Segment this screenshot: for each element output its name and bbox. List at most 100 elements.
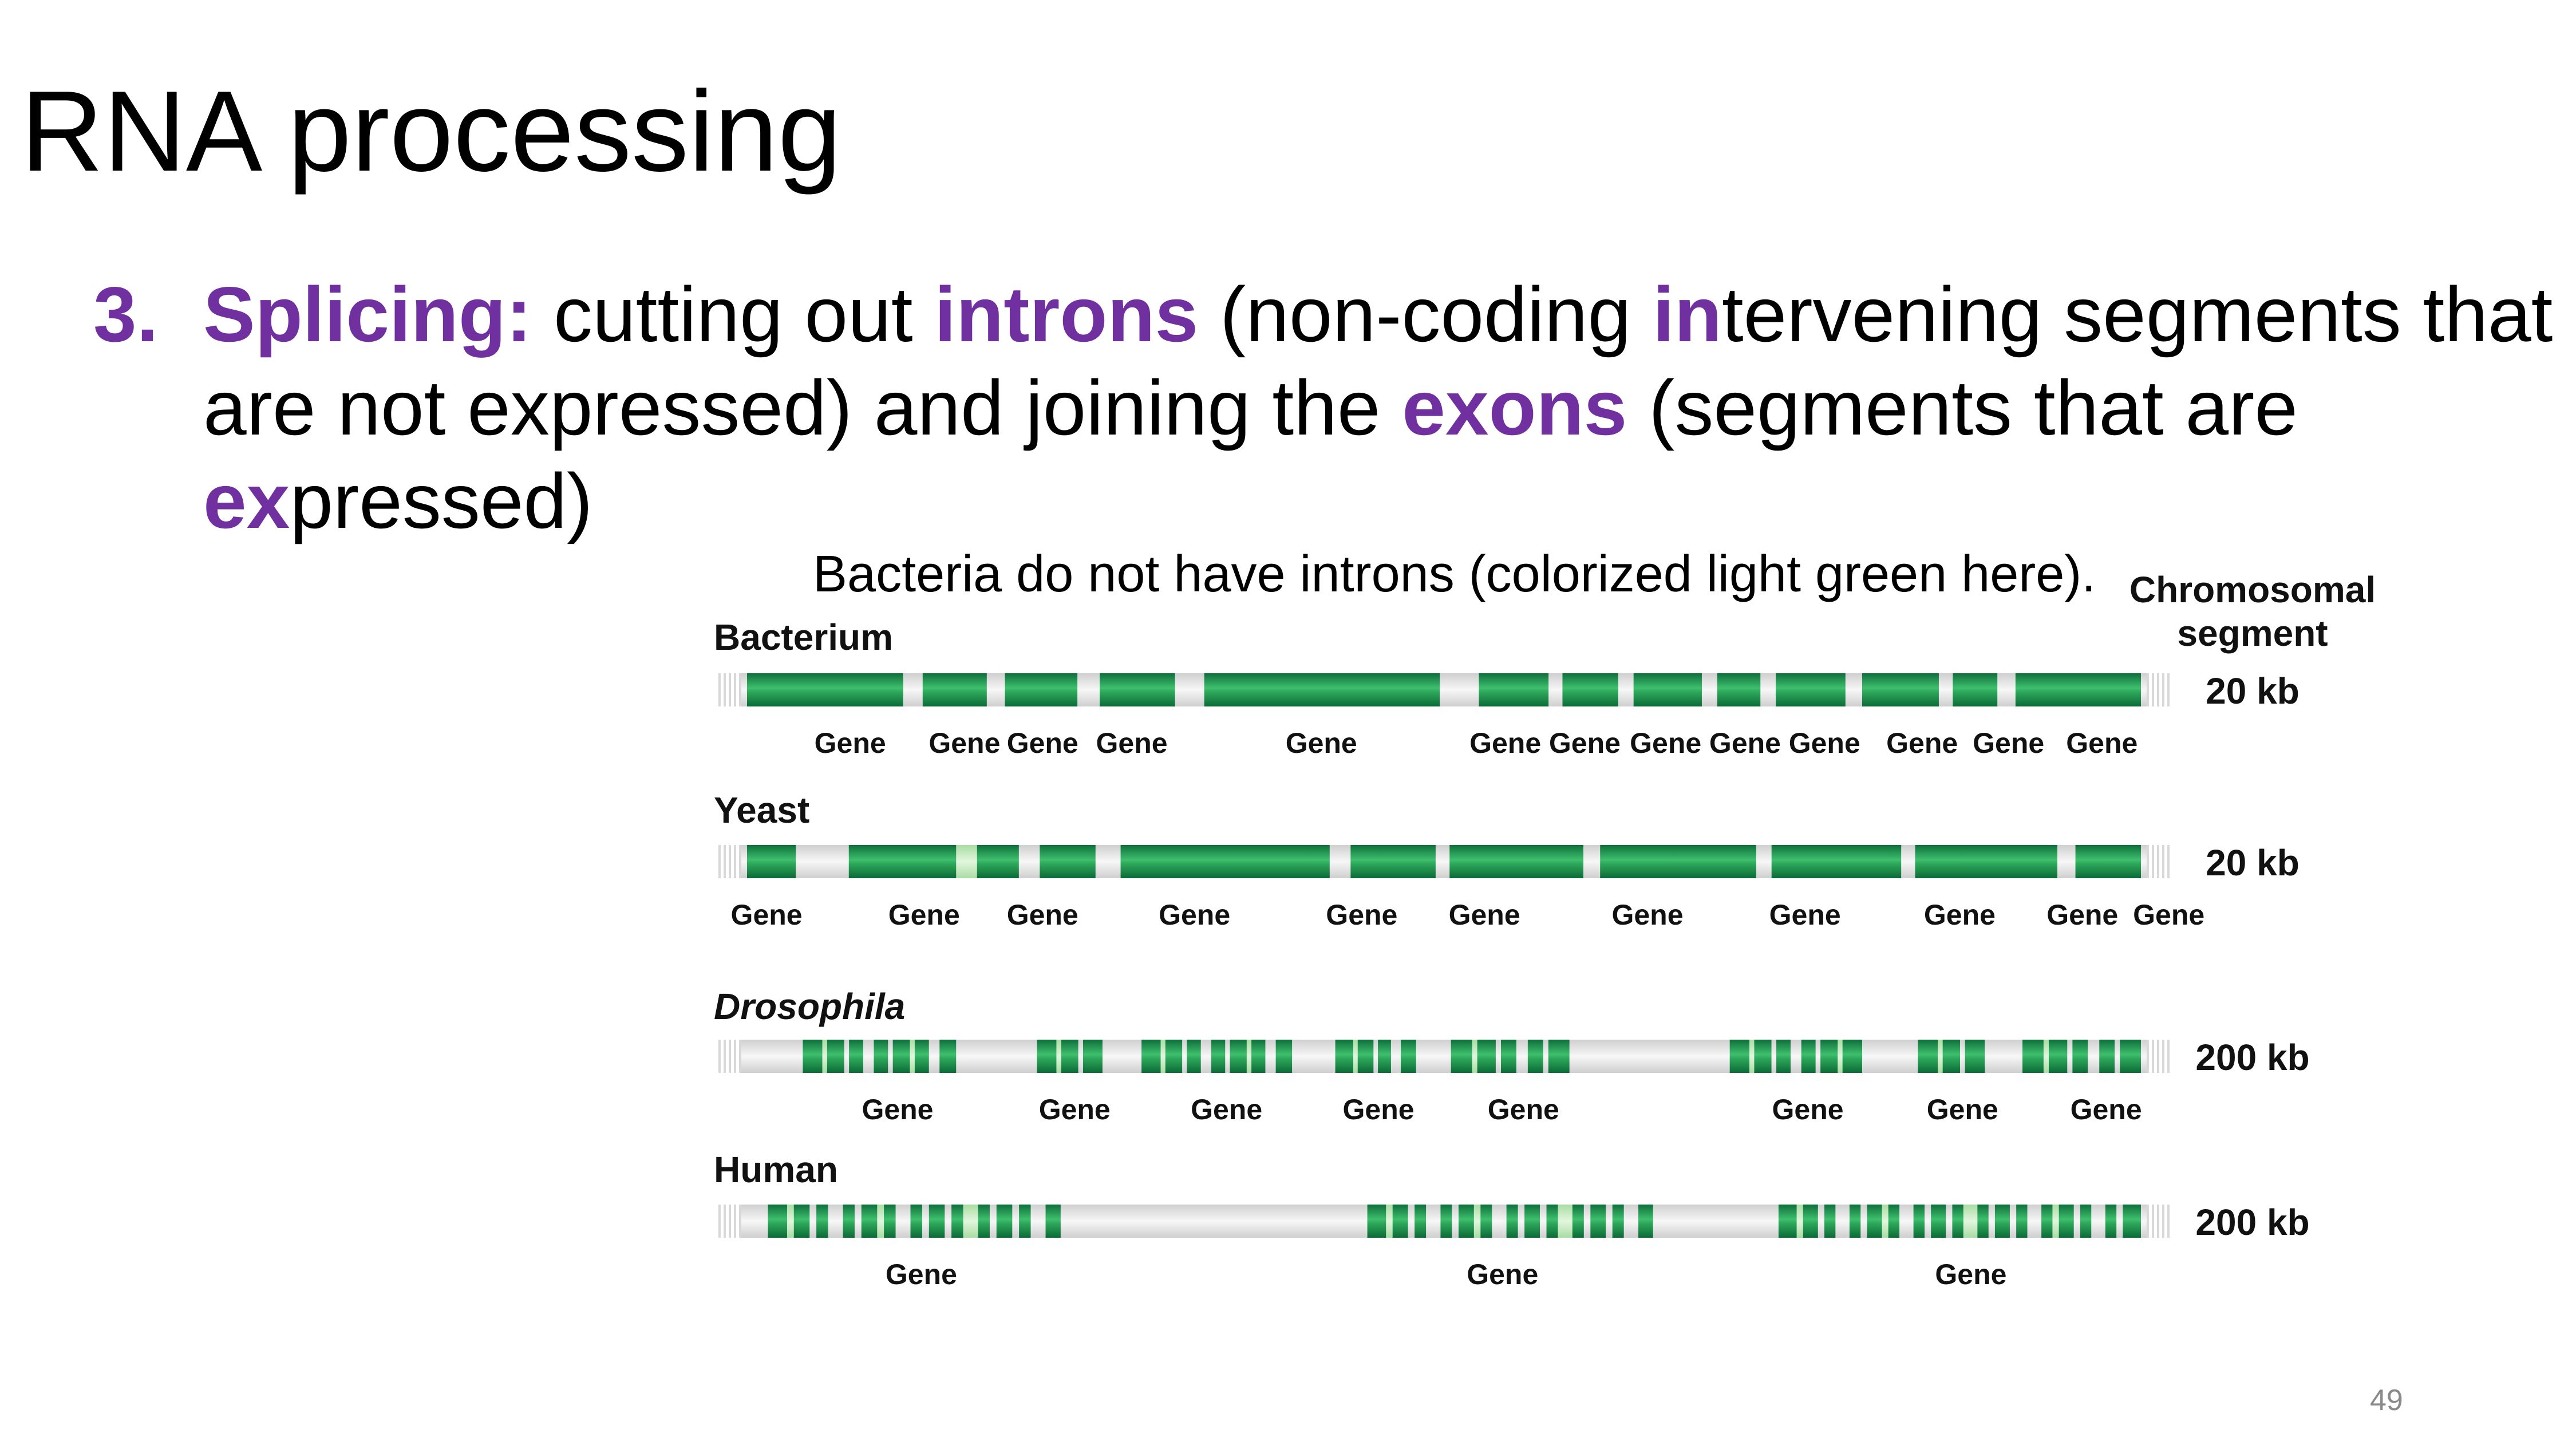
gene-label: Gene bbox=[1549, 727, 1621, 759]
species-label: Drosophila bbox=[714, 986, 905, 1027]
gene-label: Gene bbox=[1935, 1258, 2006, 1290]
bullet-splicing: 3. Splicing: cutting out introns (non-co… bbox=[93, 268, 2555, 548]
intron-block bbox=[1791, 1040, 1801, 1073]
intron-block bbox=[1818, 1205, 1824, 1238]
gene-label: Gene bbox=[1886, 727, 1958, 759]
exon-block bbox=[1040, 845, 1096, 878]
exon-block bbox=[1350, 845, 1436, 878]
track-end-stripe bbox=[724, 673, 726, 706]
track-end-stripe bbox=[718, 845, 721, 878]
exon-block bbox=[747, 673, 903, 706]
gene-label: Gene bbox=[815, 727, 886, 759]
exon-block bbox=[1451, 1040, 1570, 1073]
exon-block bbox=[1776, 673, 1846, 706]
gene-label: Gene bbox=[1326, 899, 1397, 931]
text-segment: (segments that are bbox=[1627, 364, 2298, 451]
intron-block bbox=[1963, 1205, 1978, 1238]
track-end-stripe bbox=[724, 1205, 726, 1238]
exon-block bbox=[1633, 673, 1702, 706]
exon-block bbox=[2022, 1040, 2141, 1073]
exon-block bbox=[1717, 673, 1761, 706]
term-introns: introns bbox=[934, 271, 1199, 358]
intron-block bbox=[1623, 1205, 1639, 1238]
gene-label: Gene bbox=[888, 899, 960, 931]
exon-block bbox=[2075, 845, 2141, 878]
intron-block bbox=[956, 845, 977, 878]
intron-block bbox=[1749, 1040, 1755, 1073]
gene-label: Gene bbox=[929, 727, 1000, 759]
intron-block bbox=[1492, 1205, 1507, 1238]
intron-block bbox=[1960, 1040, 1965, 1073]
intron-block bbox=[1899, 1205, 1914, 1238]
intron-block bbox=[1495, 1040, 1502, 1073]
intron-block bbox=[1200, 1040, 1211, 1073]
track-end-stripe bbox=[2167, 1205, 2170, 1238]
track-end-stripe bbox=[718, 1205, 721, 1238]
intron-block bbox=[1246, 1040, 1252, 1073]
term-ex-prefix: ex bbox=[203, 457, 290, 544]
exon-block bbox=[1771, 845, 1902, 878]
exon-block bbox=[1915, 845, 2057, 878]
intron-block bbox=[888, 1040, 893, 1073]
track-end-stripe bbox=[2152, 673, 2154, 706]
track-end-stripe bbox=[2147, 845, 2149, 878]
track-end-stripe bbox=[724, 1040, 726, 1073]
intron-block bbox=[1078, 1040, 1083, 1073]
intron-block bbox=[844, 1040, 850, 1073]
intron-block bbox=[877, 1205, 884, 1238]
intron-block bbox=[2027, 1205, 2042, 1238]
term-exons: exons bbox=[1402, 364, 1627, 451]
gene-label: Gene bbox=[1709, 727, 1781, 759]
exon-block bbox=[1037, 1040, 1103, 1073]
track-end-stripe bbox=[734, 845, 736, 878]
intron-block bbox=[922, 1205, 929, 1238]
bullet-number: 3. bbox=[93, 271, 159, 358]
intron-block bbox=[1056, 1040, 1061, 1073]
exon-block bbox=[1600, 845, 1756, 878]
intron-block bbox=[1516, 1040, 1528, 1073]
track-end-stripe bbox=[2157, 673, 2159, 706]
intron-block bbox=[1030, 1205, 1046, 1238]
segment-header: segment bbox=[2177, 613, 2328, 654]
intron-block bbox=[1558, 1205, 1573, 1238]
intron-block bbox=[2009, 1205, 2017, 1238]
intergenic-spacer bbox=[741, 1040, 2147, 1073]
intron-block bbox=[1353, 1040, 1358, 1073]
text-segment: tervening segments that are not expresse… bbox=[203, 271, 2553, 451]
intron-block bbox=[1583, 1205, 1591, 1238]
exon-block bbox=[1562, 673, 1618, 706]
intron-block bbox=[1882, 1205, 1888, 1238]
exon-block bbox=[922, 673, 987, 706]
gene-label: Gene bbox=[1039, 1093, 1111, 1126]
gene-label: Gene bbox=[1488, 1093, 1559, 1126]
intron-block bbox=[989, 1205, 997, 1238]
track-end-stripe bbox=[2162, 673, 2164, 706]
intron-block bbox=[828, 1205, 843, 1238]
intron-block bbox=[2091, 1205, 2105, 1238]
intron-block bbox=[1472, 1040, 1477, 1073]
intron-block bbox=[854, 1205, 862, 1238]
gene-label: Gene bbox=[2046, 899, 2118, 931]
intron-block bbox=[945, 1205, 952, 1238]
gene-label: Gene bbox=[1343, 1093, 1415, 1126]
track-end-stripe bbox=[734, 673, 736, 706]
track-end-stripe bbox=[2167, 845, 2170, 878]
intron-block bbox=[1938, 1040, 1943, 1073]
intron-block bbox=[1225, 1040, 1230, 1073]
exon-block bbox=[1005, 673, 1078, 706]
intron-block bbox=[1373, 1040, 1378, 1073]
track-end-stripe bbox=[718, 673, 721, 706]
gene-label: Gene bbox=[1159, 899, 1230, 931]
track-end-stripe bbox=[734, 1205, 736, 1238]
intron-block bbox=[1838, 1040, 1843, 1073]
intron-block bbox=[1265, 1040, 1276, 1073]
intron-block bbox=[1386, 1205, 1393, 1238]
track-end-stripe bbox=[2167, 1040, 2170, 1073]
gene-label: Gene bbox=[1007, 727, 1078, 759]
exon-block bbox=[747, 845, 796, 878]
track-end-stripe bbox=[739, 673, 741, 706]
gene-label: Gene bbox=[1772, 1093, 1844, 1126]
intron-block bbox=[2115, 1040, 2120, 1073]
intron-block bbox=[2116, 1205, 2123, 1238]
